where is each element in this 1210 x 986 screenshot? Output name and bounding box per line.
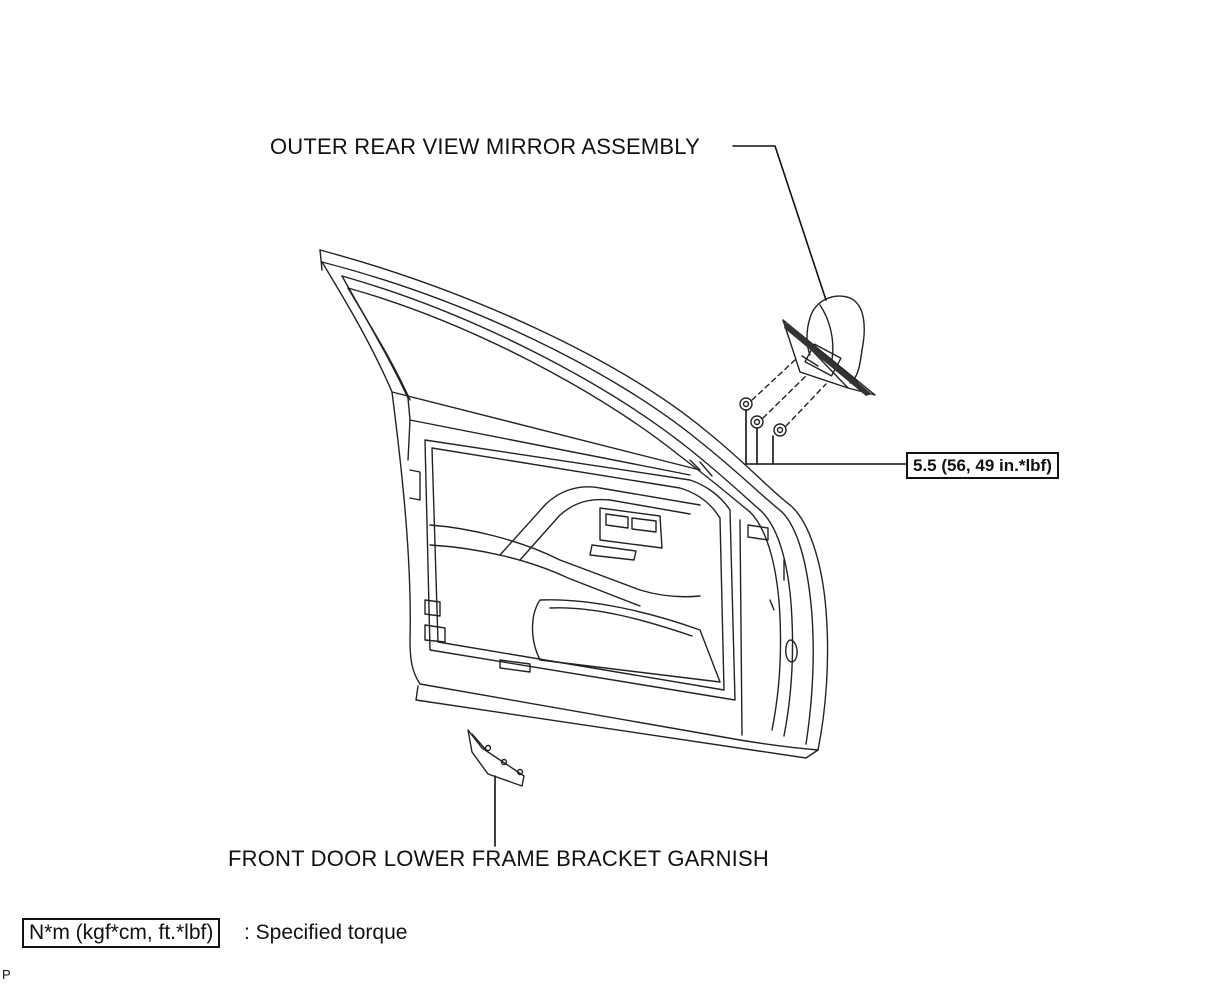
garnish-label: FRONT DOOR LOWER FRAME BRACKET GARNISH <box>228 846 769 871</box>
legend-text: : Specified torque <box>244 921 408 944</box>
torque-spec-box: 5.5 (56, 49 in.*lbf) <box>906 452 1059 479</box>
corner-code: P <box>2 967 11 982</box>
outer-mirror-icon <box>782 295 876 396</box>
front-door-outline-icon <box>319 249 829 759</box>
legend-torque-box: N*m (kgf*cm, ft.*lbf) <box>22 918 221 949</box>
mirror-label: OUTER REAR VIEW MIRROR ASSEMBLY <box>270 134 700 159</box>
lower-frame-garnish-icon <box>467 729 525 787</box>
mirror-nut-icon <box>739 397 787 437</box>
